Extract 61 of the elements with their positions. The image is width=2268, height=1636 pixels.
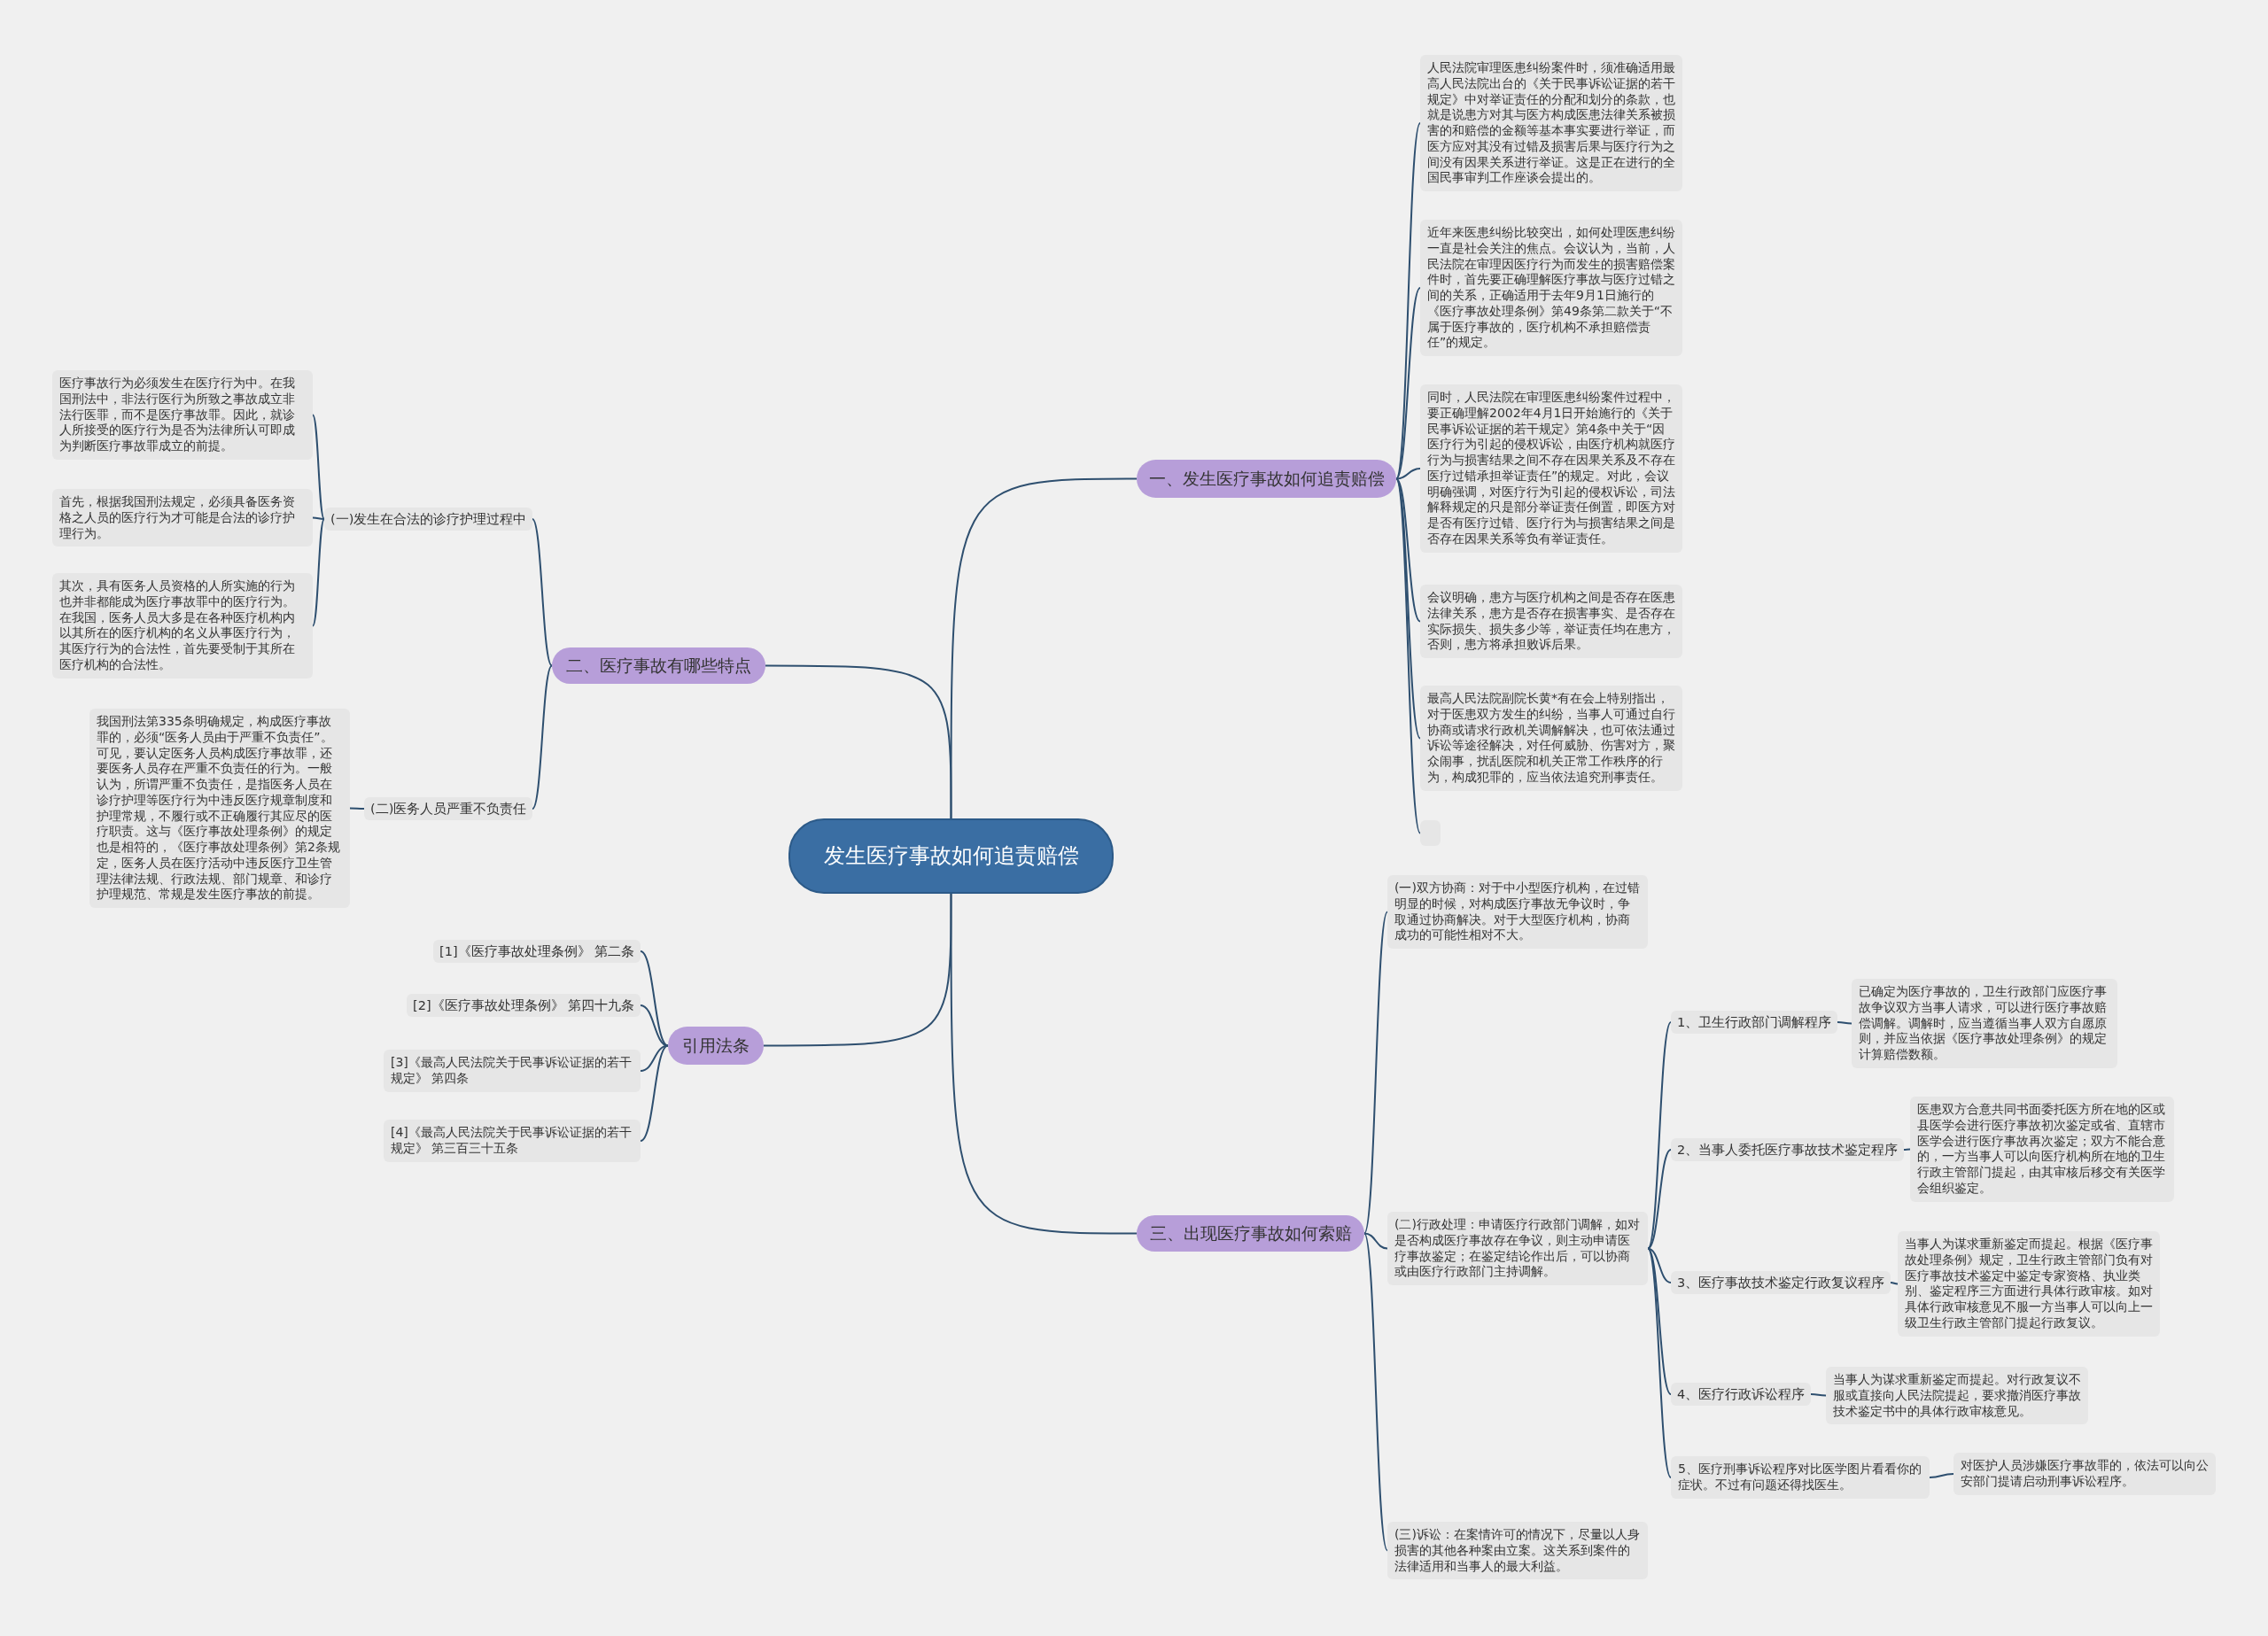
connector-line <box>1395 477 1421 623</box>
connector-line <box>1647 1021 1672 1250</box>
text-box: 同时，人民法院在审理医患纠纷案件过程中，要正确理解2002年4月1日开始施行的《关于民事诉讼证据的若干规定》第4条中关于“因医疗行为引起的侵权诉讼，由医疗机构就医疗行为与损害结果之间不存在因果关系及不存在医疗过错承担举证责任”的规定。对此，会议明确强调，对医疗行为引起的侵权诉讼，司法解释规定的只是部分举证责任倒置，即医方对是否有医疗过错、医疗行为与损害结果之间是否存在因果关系等负有举证责任。 <box>1420 384 1682 553</box>
connector-line <box>1363 1232 1388 1250</box>
connector-line <box>312 518 325 627</box>
text-box: (三)诉讼：在案情许可的情况下，尽量以人身损害的其他各种案由立案。这关系到案件的法律适用和当事人的最大利益。 <box>1387 1522 1648 1580</box>
connector-line <box>532 664 553 810</box>
connector-line <box>950 893 1138 1235</box>
connector-line <box>1395 287 1421 480</box>
text-box: 当事人为谋求重新鉴定而提起。对行政复议不服或直接向人民法院提起，要求撤消医疗事故技术鉴定书中的具体行政审核意见。 <box>1826 1367 2088 1425</box>
text-box: 会议明确，患方与医疗机构之间是否存在医患法律关系，患方是否存在损害事实、是否存在实际损失、损失多少等，举证责任均在患方，否则，患方将承担败诉后果。 <box>1420 585 1682 659</box>
connector-line <box>765 664 952 819</box>
text-box: 近年来医患纠纷比较突出，如何处理医患纠纷一直是社会关注的焦点。会议认为，当前，人民法院在审理因医疗行为而发生的损害赔偿案件时，首先要正确理解医疗事故与医疗过错之间的关系，正确适用于去年9月1日施行的《医疗事故处理条例》第49条第二款关于“不属于医疗事故的，医疗机构不承担赔偿责任”的规定。 <box>1420 220 1682 357</box>
text-box: 医患双方合意共同书面委托医方所在地的区或县医学会进行医疗事故初次鉴定或省、直辖市医学会进行医疗事故再次鉴定；双方不能合意的，一方当事人可以向医疗机构所在地的卫生行政主管部门提起，由其审核后移交有关医学会组织鉴定。 <box>1910 1097 2174 1202</box>
subtopic-box: (一)发生在合法的诊疗护理过程中 <box>324 508 533 531</box>
subtopic-box: [1]《医疗事故处理条例》 第二条 <box>433 940 641 964</box>
subtopic-box: (二)医务人员严重不负责任 <box>364 797 533 821</box>
text-box: [4]《最高人民法院关于民事诉讼证据的若干规定》 第三百三十五条 <box>384 1120 641 1162</box>
connector-line <box>640 1044 669 1142</box>
connector-line <box>1903 1148 1911 1151</box>
text-box: 人民法院审理医患纠纷案件时，须准确适用最高人民法院出台的《关于民事诉讼证据的若干规定》中对举证责任的分配和划分的条款，也就是说患方对其与医方构成医患法律关系被损害的和赔偿的金额等基本事实要进行举证，而医方应对其没有过错及损害后果与医疗行为之间没有因果关系进行举证。这是正在进行的全国民事审判工作座谈会提出的。 <box>1420 55 1682 192</box>
connector-line <box>1363 1232 1388 1552</box>
subtopic-box: 4、医疗行政诉讼程序 <box>1671 1383 1812 1407</box>
connector-line <box>1363 911 1388 1235</box>
connector-line <box>1647 1247 1672 1395</box>
connector-line <box>1647 1247 1672 1478</box>
text-box: 已确定为医疗事故的，卫生行政部门应医疗事故争议双方当事人请求，可以进行医疗事故赔偿调解。调解时，应当遵循当事人双方自愿原则，并应当依据《医疗事故处理条例》的规定计算赔偿数额。 <box>1852 979 2117 1068</box>
connector-line <box>349 807 365 810</box>
connector-line <box>763 893 952 1047</box>
text-box: 对医护人员涉嫌医疗事故罪的，依法可以向公安部门提请启动刑事诉讼程序。 <box>1953 1453 2216 1495</box>
text-box: 我国刑法第335条明确规定，构成医疗事故罪的，必须“医务人员由于严重不负责任”。可见，要认定医务人员构成医疗事故罪，还要医务人员存在严重不负责任的行为。一般认为，所谓严重不负责任，是指医务人员在诊疗护理等医疗行为中违反医疗规章制度和护理常规，不履行或不正确履行其应尽的医疗职责。这与《医疗事故处理条例》的规定也是相符的，《医疗事故处理条例》第2条规定，医务人员在医疗活动中违反医疗卫生管理法律法规、行政法规、部门规章、和诊疗护理规范、常规是发生医疗事故的前提。 <box>89 709 350 909</box>
subtopic-box: 2、当事人委托医疗事故技术鉴定程序 <box>1671 1138 1905 1162</box>
connector-line <box>312 414 325 520</box>
connector-line <box>1810 1393 1827 1397</box>
connector-line <box>532 518 553 667</box>
text-box: [3]《最高人民法院关于民事诉讼证据的若干规定》 第四条 <box>384 1050 641 1092</box>
empty-box <box>1420 820 1441 846</box>
text-box: (一)双方协商：对于中小型医疗机构，在过错明显的时候，对构成医疗事故无争议时，争取通过协商解决。对于大型医疗机构，协商成功的可能性相对不大。 <box>1387 875 1648 950</box>
connector-line <box>1837 1021 1852 1025</box>
text-box: 最高人民法院副院长黄*有在会上特别指出，对于医患双方发生的纠纷，当事人可通过自行协商或请求行政机关调解解决，也可依法通过诉讼等途径解决，对任何威胁、伤害对方，聚众闹事，扰乱医院和机关正常工作秩序的行为，构成犯罪的，应当依法追究刑事责任。 <box>1420 686 1682 791</box>
connector-line <box>1647 1149 1672 1250</box>
subtopic-box: 1、卫生行政部门调解程序 <box>1671 1011 1838 1035</box>
connector-line <box>640 950 669 1047</box>
connector-line <box>1647 1247 1672 1283</box>
connector-line <box>950 477 1138 819</box>
branch-topic: 引用法条 <box>668 1027 764 1065</box>
connector-line <box>1929 1473 1954 1478</box>
text-box: (二)行政处理：申请医疗行政部门调解，如对是否构成医疗事故存在争议，则主动申请医疗事故鉴定；在鉴定结论作出后，可以协商或由医疗行政部门主持调解。 <box>1387 1212 1648 1286</box>
branch-topic: 一、发生医疗事故如何追责赔偿 <box>1137 460 1396 498</box>
branch-topic: 二、医疗事故有哪些特点 <box>552 647 765 684</box>
text-box: 首先，根据我国刑法规定，必须具备医务资格之人员的医疗行为才可能是合法的诊疗护理行为。 <box>52 489 313 547</box>
subtopic-box: [2]《医疗事故处理条例》 第四十九条 <box>407 994 641 1018</box>
text-box: 当事人为谋求重新鉴定而提起。根据《医疗事故处理条例》规定，卫生行政主管部门负有对医疗事故技术鉴定中鉴定专家资格、执业类别、鉴定程序三方面进行具体行政审核。如对具体行政审核意见不服一方当事人可以向上一级卫生行政主管部门提起行政复议。 <box>1898 1231 2160 1337</box>
connector-line <box>1395 468 1421 480</box>
central-topic: 发生医疗事故如何追责赔偿 <box>788 818 1114 894</box>
subtopic-box: 3、医疗事故技术鉴定行政复议程序 <box>1671 1271 1891 1295</box>
text-box: 5、医疗刑事诉讼程序对比医学图片看看你的症状。不过有问题还得找医生。 <box>1671 1456 1930 1499</box>
connector-line <box>1890 1282 1899 1285</box>
text-box: 其次，具有医务人员资格的人所实施的行为也并非都能成为医疗事故罪中的医疗行为。在我国，医务人员大多是在各种医疗机构内以其所在的医疗机构的名义从事医疗行为，其医疗行为的合法性，首先要受制于其所在医疗机构的合法性。 <box>52 573 313 678</box>
branch-topic: 三、出现医疗事故如何索赔 <box>1137 1215 1364 1252</box>
text-box: 医疗事故行为必须发生在医疗行为中。在我国刑法中，非法行医行为所致之事故成立非法行医罪，而不是医疗事故罪。因此，就诊人所接受的医疗行为是否为法律所认可即成为判断医疗事故罪成立的前提。 <box>52 370 313 460</box>
